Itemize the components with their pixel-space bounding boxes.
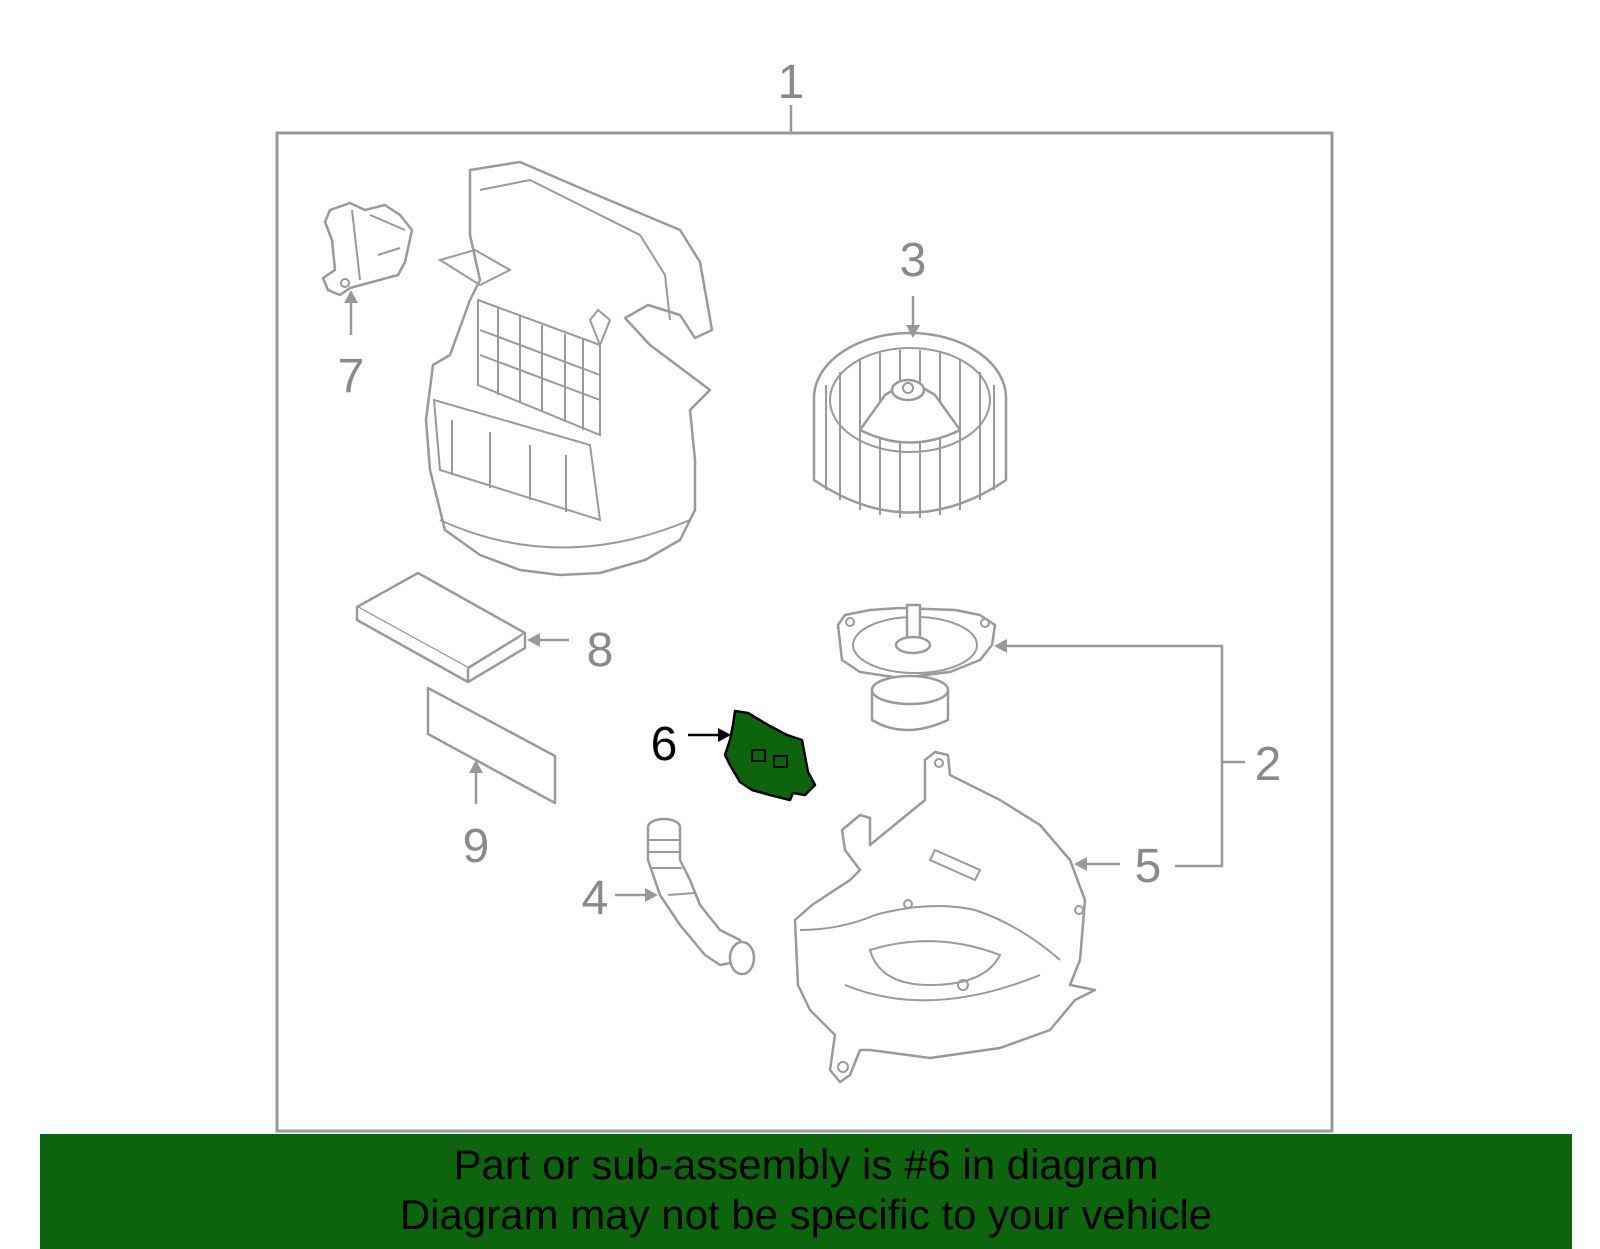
- resistor-terminal-1: [751, 749, 766, 762]
- part-3-blower-wheel[interactable]: [812, 331, 1008, 518]
- hvac-housing-drawing: [424, 160, 714, 577]
- callout-7-label[interactable]: 7: [338, 350, 365, 403]
- footer-line-2: Diagram may not be specific to your vehi…: [399, 1191, 1213, 1238]
- callout-3-label[interactable]: 3: [900, 234, 927, 287]
- callout-9-arrowhead: [469, 760, 483, 773]
- part-7-actuator[interactable]: [321, 201, 414, 297]
- callout-2-bracket: [1005, 644, 1224, 868]
- part-4-hose[interactable]: [646, 817, 756, 976]
- callout-9-label[interactable]: 9: [463, 820, 490, 873]
- callout-7-arrowhead: [344, 290, 358, 303]
- callout-3-arrowhead: [906, 325, 920, 338]
- part-9-filter-cover[interactable]: [426, 686, 557, 805]
- callout-8-arrowhead: [527, 633, 540, 647]
- callout-1-label[interactable]: 1: [778, 56, 805, 109]
- part-6-resistor[interactable]: [723, 709, 817, 802]
- callout-5-arrowhead: [1074, 857, 1087, 871]
- info-footer: Part or sub-assembly is #6 in diagram Di…: [40, 1134, 1572, 1249]
- callout-6-label[interactable]: 6: [651, 718, 678, 771]
- callout-5-label[interactable]: 5: [1135, 840, 1162, 893]
- part-5-blower-case[interactable]: [793, 750, 1097, 1084]
- callout-2-arrowhead: [994, 639, 1007, 653]
- callout-6-arrowhead: [718, 728, 731, 742]
- footer-line-1: Part or sub-assembly is #6 in diagram: [453, 1141, 1159, 1188]
- resistor-terminal-2: [773, 755, 788, 768]
- callout-8-label[interactable]: 8: [587, 624, 614, 677]
- callout-2-label[interactable]: 2: [1255, 738, 1282, 791]
- callout-4-arrowhead: [645, 888, 658, 902]
- part-2-blower-motor[interactable]: [836, 603, 997, 732]
- part-8-cabin-filter[interactable]: [355, 571, 527, 684]
- assembly-frame: [275, 131, 1334, 1133]
- callout-4-label[interactable]: 4: [582, 872, 609, 925]
